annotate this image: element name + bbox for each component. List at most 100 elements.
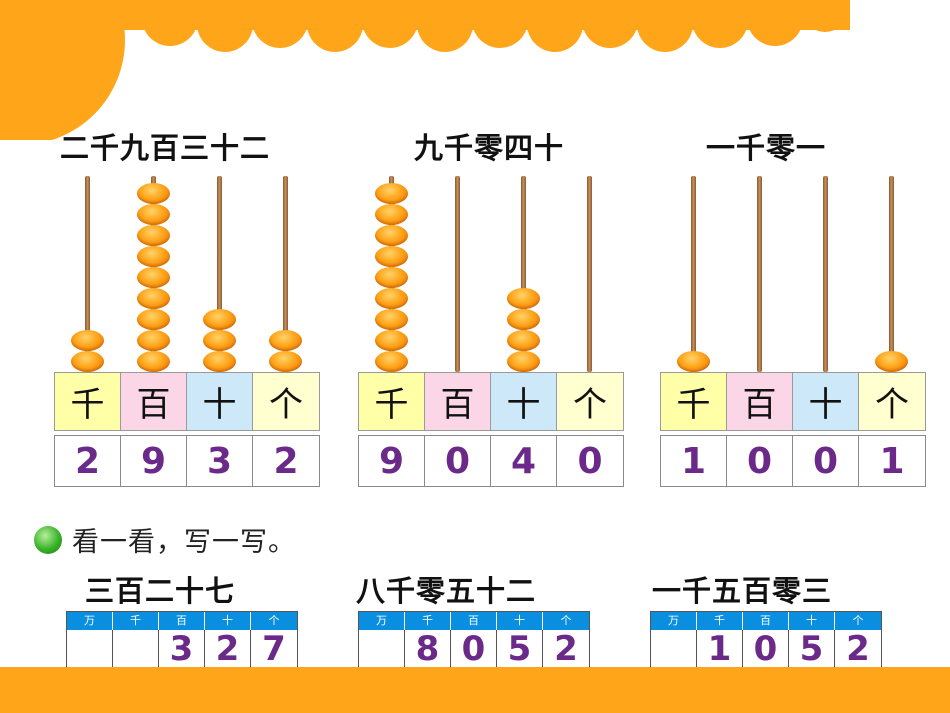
header-ones: 个 bbox=[852, 614, 864, 627]
abacus-bead bbox=[268, 330, 302, 351]
digit-thousands: 1 bbox=[697, 629, 743, 669]
abacus-bead bbox=[506, 351, 540, 372]
abacus-rod-hundreds bbox=[454, 176, 460, 372]
place-label-tens: 十 bbox=[793, 373, 859, 430]
header-hundreds: 百 bbox=[743, 612, 789, 630]
header-ones: 个 bbox=[560, 614, 572, 627]
digit-hundreds: 0 bbox=[727, 436, 793, 486]
place-label-row: 千 百 十 个 bbox=[54, 372, 320, 431]
abacus-rod-tens bbox=[520, 176, 526, 372]
place-label-thousands: 千 bbox=[55, 373, 121, 430]
abacus-bead bbox=[374, 330, 408, 351]
exercise-title: 三百二十七 bbox=[85, 574, 236, 608]
place-label-row: 千 百 十 个 bbox=[660, 372, 926, 431]
place-label-thousands: 千 bbox=[359, 373, 425, 430]
place-label-ones: 个 bbox=[253, 373, 319, 430]
place-value-grid: 万 千 百 十 个 1 0 5 2 bbox=[650, 611, 882, 669]
abacus-bead bbox=[374, 309, 408, 330]
place-label-ones: 个 bbox=[859, 373, 925, 430]
place-label-ones: 个 bbox=[557, 373, 623, 430]
digit-ones: 2 bbox=[846, 628, 870, 669]
digit-row: 9 0 4 0 bbox=[358, 435, 624, 487]
abacus-bead bbox=[268, 351, 302, 372]
abacus-bead bbox=[136, 309, 170, 330]
digit-thousands: 2 bbox=[55, 436, 121, 486]
abacus-rod-thousands bbox=[690, 176, 696, 372]
grid-header: 万 千 百 十 个 bbox=[359, 612, 589, 630]
header-tens: 十 bbox=[205, 612, 251, 630]
digit-hundreds: 0 bbox=[451, 629, 497, 669]
place-label-row: 千 百 十 个 bbox=[358, 372, 624, 431]
place-label-hundreds: 百 bbox=[727, 373, 793, 430]
digit-ones: 2 bbox=[554, 628, 578, 669]
abacus-rod-hundreds bbox=[756, 176, 762, 372]
place-label-thousands: 千 bbox=[661, 373, 727, 430]
abacus-title: 一千零一 bbox=[706, 131, 827, 165]
abacus-rod-thousands bbox=[84, 176, 90, 372]
header-tens: 十 bbox=[789, 612, 835, 630]
header-thousands: 千 bbox=[113, 612, 159, 630]
abacus-bead bbox=[202, 330, 236, 351]
abacus-bead bbox=[70, 330, 104, 351]
place-label-tens: 十 bbox=[491, 373, 557, 430]
digit-ones: 2 bbox=[273, 440, 299, 482]
abacus-bead bbox=[374, 183, 408, 204]
header-ten-thousands: 万 bbox=[359, 612, 405, 630]
digit-thousands: 8 bbox=[405, 629, 451, 669]
header-ten-thousands: 万 bbox=[651, 612, 697, 630]
abacus-bead bbox=[70, 351, 104, 372]
place-label-hundreds: 百 bbox=[425, 373, 491, 430]
abacus-rod-ones bbox=[586, 176, 592, 372]
digit-ones: 1 bbox=[879, 440, 905, 482]
abacus-bead bbox=[136, 183, 170, 204]
grid-body: 3 2 7 bbox=[67, 629, 297, 669]
abacus-bead bbox=[506, 309, 540, 330]
instruction-line: 看一看，写一写。 bbox=[34, 520, 296, 559]
abacus-bead bbox=[374, 267, 408, 288]
abacus-bead bbox=[506, 288, 540, 309]
abacus-bead bbox=[676, 351, 710, 372]
digit-row: 2 9 3 2 bbox=[54, 435, 320, 487]
digit-hundreds: 9 bbox=[121, 436, 187, 486]
abacus-bead bbox=[874, 351, 908, 372]
abacus-bead bbox=[136, 225, 170, 246]
abacus-title: 二千九百三十二 bbox=[60, 131, 271, 165]
digit-ten-thousands bbox=[359, 630, 405, 667]
place-value-grid: 万 千 百 十 个 3 2 7 bbox=[66, 611, 298, 669]
abacus-bead bbox=[374, 351, 408, 372]
digit-tens: 3 bbox=[187, 436, 253, 486]
abacus-bead bbox=[374, 204, 408, 225]
abacus-title: 九千零四十 bbox=[414, 131, 565, 165]
digit-tens: 2 bbox=[205, 629, 251, 669]
abacus-rod-ones bbox=[282, 176, 288, 372]
place-label-hundreds: 百 bbox=[121, 373, 187, 430]
footer-bar bbox=[0, 667, 950, 713]
abacus-bead bbox=[136, 204, 170, 225]
header-tens: 十 bbox=[497, 612, 543, 630]
place-value-grid: 万 千 百 十 个 8 0 5 2 bbox=[358, 611, 590, 669]
abacus-bead bbox=[506, 330, 540, 351]
abacus-rod-tens bbox=[216, 176, 222, 372]
header-thousands: 千 bbox=[697, 612, 743, 630]
digit-hundreds: 3 bbox=[159, 629, 205, 669]
abacus-rod-ones bbox=[888, 176, 894, 372]
digit-hundreds: 0 bbox=[425, 436, 491, 486]
abacus-bead bbox=[136, 267, 170, 288]
header-ones: 个 bbox=[268, 614, 280, 627]
digit-ten-thousands bbox=[67, 630, 113, 667]
abacus-bead bbox=[202, 351, 236, 372]
abacus-bead bbox=[202, 309, 236, 330]
digit-tens: 5 bbox=[497, 629, 543, 669]
digit-thousands: 9 bbox=[359, 436, 425, 486]
abacus-bead bbox=[136, 246, 170, 267]
place-label-tens: 十 bbox=[187, 373, 253, 430]
digit-tens: 0 bbox=[793, 436, 859, 486]
digit-ones: 0 bbox=[577, 440, 603, 482]
green-dot-icon bbox=[34, 525, 62, 554]
abacus-bead bbox=[136, 288, 170, 309]
digit-tens: 5 bbox=[789, 629, 835, 669]
abacus-bead bbox=[374, 225, 408, 246]
digit-hundreds: 0 bbox=[743, 629, 789, 669]
digit-tens: 4 bbox=[491, 436, 557, 486]
grid-body: 8 0 5 2 bbox=[359, 628, 589, 669]
